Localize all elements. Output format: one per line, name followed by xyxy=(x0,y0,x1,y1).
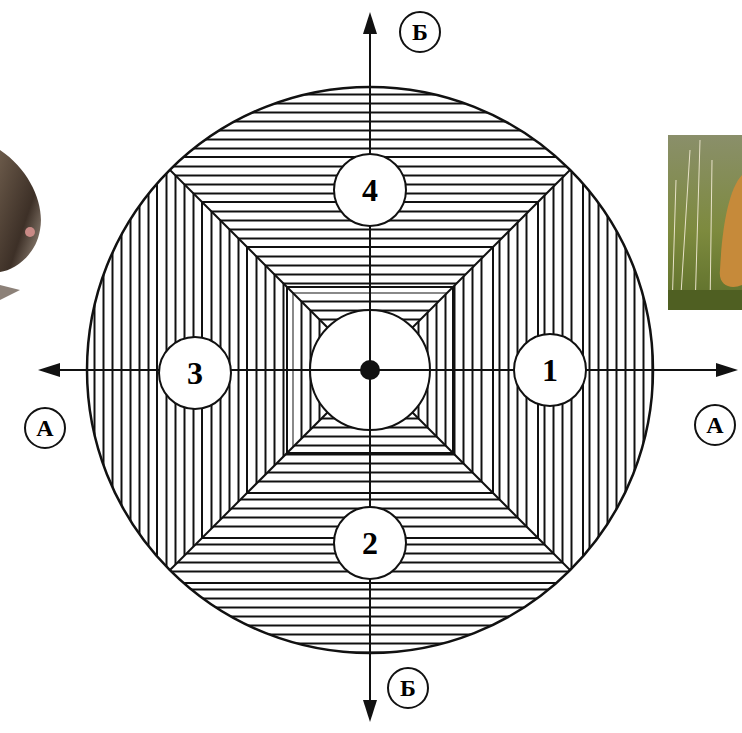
zone-number-circle: 3 xyxy=(157,335,233,411)
circle-outline-shape xyxy=(334,507,406,579)
grass-photo xyxy=(668,135,742,310)
grass-blades xyxy=(672,140,712,310)
axis-label: Б xyxy=(412,20,428,44)
mouse-head xyxy=(0,150,41,272)
arrowhead xyxy=(363,700,377,722)
axis-label: А xyxy=(706,413,723,437)
zone-number: 4 xyxy=(362,174,378,206)
axis-label-circle: А xyxy=(693,403,737,447)
photo-ground xyxy=(0,135,62,300)
outer-circle xyxy=(87,87,653,653)
circle-outline-shape xyxy=(159,337,231,409)
centre-dot xyxy=(360,360,380,380)
photo-ground xyxy=(668,135,742,310)
grass-blade xyxy=(710,160,712,310)
axis-label: А xyxy=(36,416,53,440)
axis-label-circle: Б xyxy=(386,666,430,710)
grass-base xyxy=(668,290,742,310)
disc-ground xyxy=(80,80,660,660)
circle-outline-shape xyxy=(388,668,428,708)
mouse-nose xyxy=(25,227,35,237)
arrowhead xyxy=(716,363,738,377)
axis-label-circle: А xyxy=(23,406,67,450)
zone-number: 3 xyxy=(187,357,203,389)
axes xyxy=(56,30,720,704)
zone-number-circle: 1 xyxy=(512,332,588,408)
circle-outline-shape xyxy=(334,154,406,226)
zone-number: 1 xyxy=(542,354,558,386)
circle-outline-shape xyxy=(400,12,440,52)
animal-body xyxy=(720,175,742,287)
grass-blade xyxy=(680,150,690,310)
circle-outline-shape xyxy=(25,408,65,448)
mouse-photo xyxy=(0,135,62,300)
zone-number-circle: 4 xyxy=(332,152,408,228)
grass-blade xyxy=(695,140,700,310)
mouse-body xyxy=(0,285,20,300)
circle-outline-shape xyxy=(695,405,735,445)
axis-line xyxy=(56,369,720,371)
arrowhead xyxy=(363,12,377,34)
zone-number: 2 xyxy=(362,527,378,559)
circle-outline-shape xyxy=(514,334,586,406)
axis-arrowheads xyxy=(38,12,738,722)
zone-number-circle: 2 xyxy=(332,505,408,581)
axis-label: Б xyxy=(400,676,416,700)
axis-label-circle: Б xyxy=(398,10,442,54)
arrowhead xyxy=(38,363,60,377)
